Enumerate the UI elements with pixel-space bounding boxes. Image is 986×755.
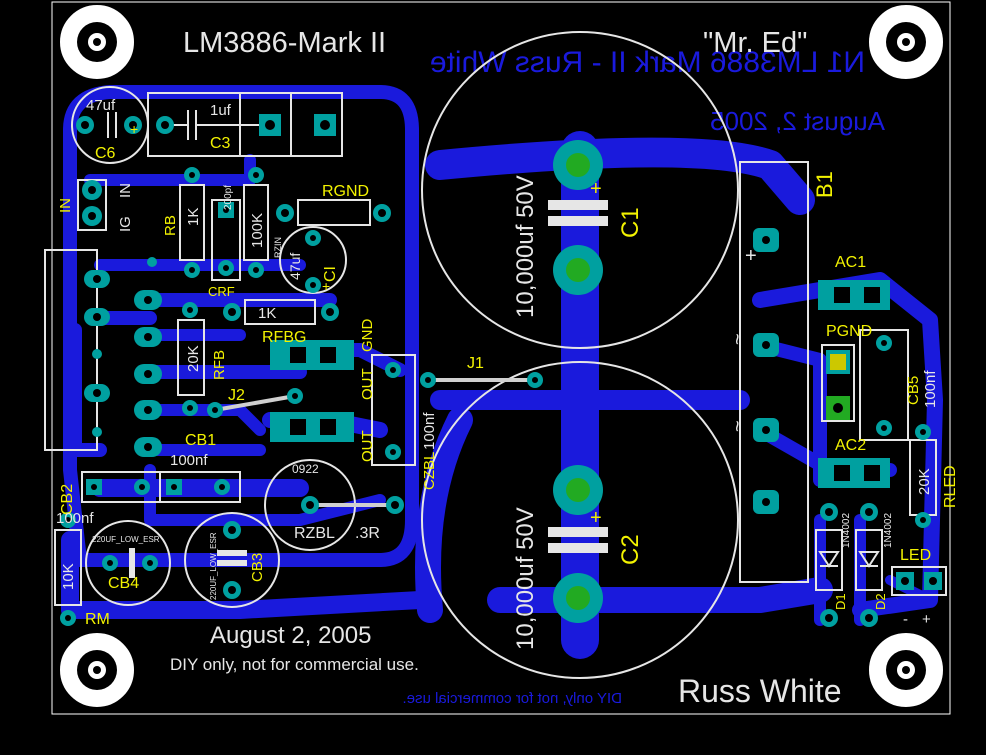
czbl-ref: CZBL: [421, 452, 438, 490]
c1-plus: +: [590, 178, 602, 200]
out-gnd-out: OUT: [359, 368, 376, 400]
mounting-hole-top-right: [867, 3, 945, 81]
big-cap-symbols: [129, 200, 608, 578]
b1-ref: B1: [812, 171, 837, 198]
jumpers: [214, 378, 535, 507]
ci-ref: CI: [322, 266, 339, 282]
crf-value: 200pf: [223, 185, 234, 210]
ac2-ref: AC2: [835, 437, 866, 454]
board-nickname: "Mr. Ed": [703, 27, 807, 59]
j1-ref: J1: [467, 355, 484, 372]
in-ref: IN: [57, 198, 74, 213]
cb2-value: 100nf: [56, 510, 94, 527]
mounting-hole-bottom-right: [867, 631, 945, 709]
d1-ref: D1: [833, 593, 848, 610]
cb1-ref: CB1: [185, 432, 216, 449]
diode-symbols: [818, 551, 880, 568]
czbl-value: 100nf: [421, 412, 438, 450]
ci-plus: +: [322, 278, 330, 294]
b1-ac-b: ~: [727, 420, 749, 432]
board-notice: DIY only, not for commercial use.: [170, 655, 419, 674]
mounting-hole-bottom-left: [58, 631, 136, 709]
rb-ref: RB: [162, 215, 179, 236]
rled-value: 20K: [916, 468, 933, 495]
pgnd-ref: PGND: [826, 323, 872, 340]
c1-ref: C1: [617, 207, 644, 238]
rzin-ref: RZIN: [273, 237, 283, 258]
cb3-value: 220UF_LOW_ESR: [209, 532, 218, 600]
b1-plus: +: [745, 245, 757, 267]
c2-value: 10,000uf 50V: [512, 507, 539, 650]
bottom-mirror-date: August 2, 2005: [710, 106, 885, 136]
c6-plus: +: [130, 121, 138, 137]
rfbg-ref: RFBG: [262, 329, 306, 346]
cb1-value: 100nf: [170, 452, 208, 469]
rzin-value: 100K: [249, 213, 266, 248]
bottom-mirror-notice: DIY only, not for commercial use.: [402, 690, 622, 707]
d2-value: 1N4002: [883, 513, 894, 548]
rfbg-value: 1K: [258, 305, 276, 322]
silkscreen-text: LM3886-Mark II "Mr. Ed" August 2, 2005 D…: [56, 27, 959, 709]
ci-value: 47uf: [287, 253, 303, 280]
led-ref: LED: [900, 547, 931, 564]
board-title: LM3886-Mark II: [183, 27, 386, 59]
out-ref: OUT: [359, 430, 376, 462]
board-outline: [51, 1, 951, 715]
cb2-ref: CB2: [59, 484, 76, 515]
ac1-ref: AC1: [835, 254, 866, 271]
cb3-ref: CB3: [249, 553, 266, 582]
b1-ac-a: ~: [727, 333, 749, 345]
board-author: Russ White: [678, 673, 842, 709]
mounting-hole-top-left: [58, 3, 136, 81]
led-minus: -: [903, 611, 908, 628]
c6-ref: C6: [95, 145, 116, 162]
crf-ref: CRF: [208, 284, 235, 299]
d1-value: 1N4002: [841, 513, 852, 548]
c6-value: 47uf: [86, 97, 116, 114]
c1-value: 10,000uf 50V: [512, 175, 539, 318]
in-pin-in: IN: [117, 183, 134, 198]
led-plus: +: [922, 611, 931, 628]
in-pin-ig: IG: [117, 216, 134, 232]
c2-ref: C2: [617, 534, 644, 565]
cb4-value: 220UF_LOW_ESR: [92, 535, 160, 544]
rzbl-code: 0922: [292, 462, 319, 476]
rb-value: 1K: [185, 208, 202, 226]
c2-plus: +: [590, 507, 602, 529]
silkscreen-outlines: [44, 31, 947, 679]
rzbl-value: .3R: [355, 525, 380, 542]
rfb-value: 20K: [185, 345, 202, 372]
rm-value: 10K: [60, 563, 77, 590]
cb4-ref: CB4: [108, 575, 139, 592]
board-date: August 2, 2005: [210, 622, 371, 649]
j2-ref: J2: [228, 387, 245, 404]
rled-ref: RLED: [942, 465, 959, 508]
out-gnd-gnd: GND: [359, 319, 376, 353]
c3-value: 1uf: [210, 102, 232, 119]
rfb-ref: RFB: [211, 350, 228, 380]
cb5-value: 100nf: [922, 370, 939, 408]
cb5-ref: CB5: [905, 376, 922, 405]
d2-ref: D2: [873, 593, 888, 610]
rgnd-ref: RGND: [322, 183, 369, 200]
rzbl-ref: RZBL: [294, 525, 335, 542]
rm-ref: RM: [85, 611, 110, 628]
c3-ref: C3: [210, 135, 231, 152]
pads: [60, 114, 942, 627]
